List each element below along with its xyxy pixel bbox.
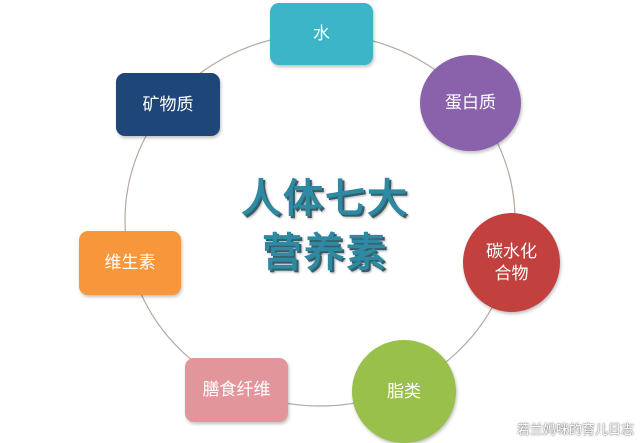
node-protein: 蛋白质 <box>420 55 521 151</box>
center-title: 人体七大 营养素 <box>215 172 435 280</box>
node-fiber: 膳食纤维 <box>185 358 288 422</box>
node-mineral: 矿物质 <box>116 73 220 136</box>
node-fat: 脂类 <box>352 340 456 443</box>
node-protein-label: 蛋白质 <box>445 93 496 113</box>
watermark: 若兰妈咪的育儿日志 <box>516 423 634 438</box>
node-mineral-label: 矿物质 <box>142 94 194 115</box>
node-carbohydrate-label: 碳水化合物 <box>486 241 537 284</box>
node-fat-label: 脂类 <box>387 381 421 402</box>
node-fiber-label: 膳食纤维 <box>202 380 271 400</box>
node-water-label: 水 <box>313 24 330 44</box>
title-line-2: 营养素 <box>262 229 388 276</box>
node-carbohydrate: 碳水化合物 <box>463 213 560 312</box>
node-vitamin: 维生素 <box>79 231 181 295</box>
node-water: 水 <box>270 3 373 65</box>
title-line-1: 人体七大 <box>241 175 409 222</box>
node-vitamin-label: 维生素 <box>104 253 156 273</box>
